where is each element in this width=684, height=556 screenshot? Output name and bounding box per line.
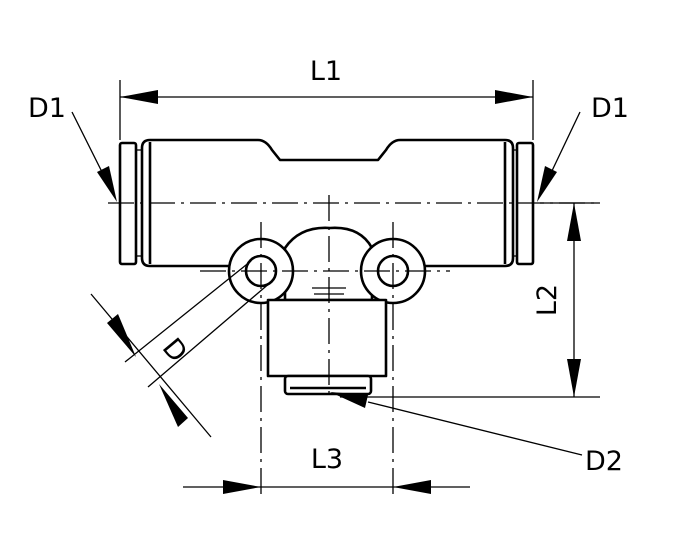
label-d1-left: D1 [28,93,66,124]
label-l1: L1 [310,56,342,87]
label-l3: L3 [311,444,343,475]
dimension-l1: L1 [119,56,534,140]
dimension-d1: D1 D1 [28,93,629,202]
stem-body [266,298,388,378]
dimension-l3: L3 [183,444,470,494]
dimension-l2: L2 [340,202,600,398]
label-l2: L2 [532,284,563,316]
mounting-block [227,226,427,396]
label-d: D [156,333,193,369]
center-lines [108,195,600,500]
label-d1-right: D1 [591,93,629,124]
port-collar [283,374,373,396]
dimension-d2: D2 [330,392,623,477]
label-d2: D2 [585,446,623,477]
